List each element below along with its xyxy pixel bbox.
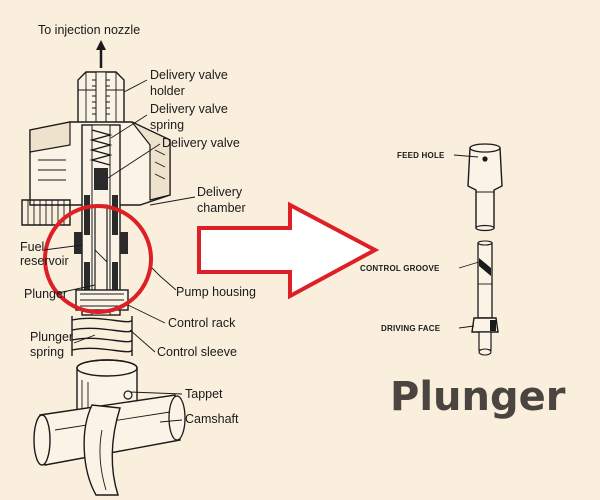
fuel-reservoir-label-2: reservoir [20,254,69,268]
plunger-detail-drawing: FEED HOLE CONTROL GROOVE DRIVING FACE [360,143,503,356]
delivery-valve-holder-label: Delivery valve [150,68,228,82]
camshaft-label: Camshaft [185,412,239,426]
delivery-chamber-label: Delivery [197,185,243,199]
tappet-label: Tappet [185,387,223,401]
driving-face [490,320,496,331]
nozzle-arrow [96,40,106,68]
injection-pump-drawing: To injection nozzle Delivery valve holde… [20,23,256,496]
plunger-barrel [467,143,503,232]
control-groove-label: CONTROL GROOVE [360,264,440,273]
delivery-valve-spring-label-2: spring [150,118,184,132]
plunger-spring-label: Plunger [30,330,73,344]
leader-lines [43,79,196,423]
delivery-valve-holder-label-2: holder [150,84,185,98]
feed-hole-label: FEED HOLE [397,151,445,160]
plunger-spring [71,316,133,356]
driving-face-label: DRIVING FACE [381,324,441,333]
camshaft [33,394,186,496]
control-rack-label: Control rack [168,316,236,330]
delivery-valve-holder [77,71,125,128]
delivery-chamber-label-2: chamber [197,201,246,215]
feed-hole [482,156,488,162]
plunger-rod [471,240,499,356]
nozzle-label: To injection nozzle [38,23,140,37]
pump-housing-label: Pump housing [176,285,256,299]
control-sleeve-label: Control sleeve [157,345,237,359]
delivery-valve-spring-label: Delivery valve [150,102,228,116]
plunger-part-label: Plunger [24,287,67,301]
page-title: Plunger [390,374,566,420]
delivery-valve-label: Delivery valve [162,136,240,150]
control-groove [479,258,491,276]
pump-barrel [74,124,128,316]
pointer-arrow [197,201,380,300]
plunger-highlight-circle [43,204,153,314]
fuel-reservoir-label: Fuel [20,240,44,254]
plunger-spring-label-2: spring [30,345,64,359]
